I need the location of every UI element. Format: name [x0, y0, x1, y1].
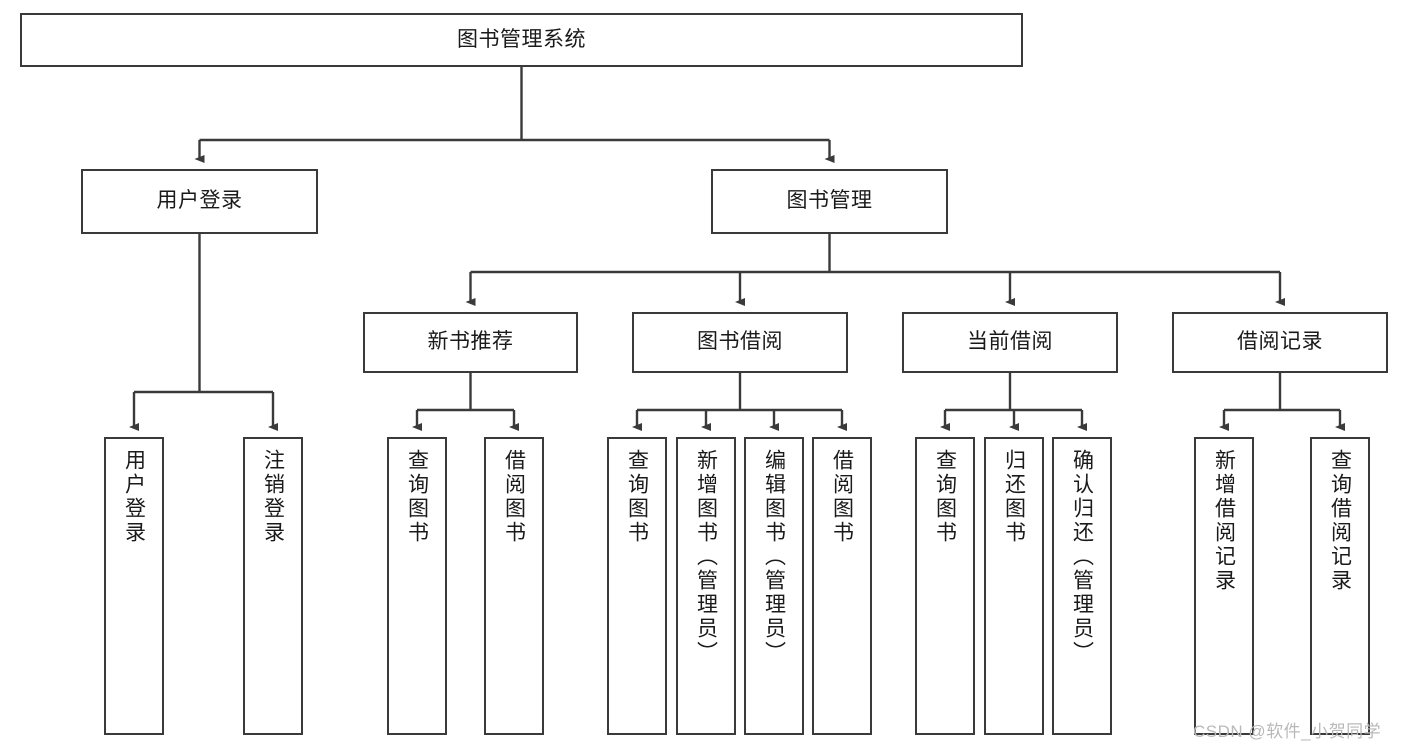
- leaf-confirm-return[interactable]: 确认归还（管理员）: [1052, 437, 1112, 735]
- node-borrow-record-label: 借阅记录: [1237, 330, 1323, 354]
- leaf-add-record-label: 新增借阅记录: [1212, 449, 1236, 593]
- leaf-edit-book[interactable]: 编辑图书（管理员）: [744, 437, 804, 735]
- node-book-borrow[interactable]: 图书借阅: [632, 312, 848, 373]
- leaf-query-book-1[interactable]: 查询图书: [387, 437, 447, 735]
- node-root[interactable]: 图书管理系统: [20, 13, 1023, 67]
- leaf-query-record-label: 查询借阅记录: [1328, 449, 1352, 593]
- csdn-watermark: CSDN @软件_小贺同学: [1193, 722, 1382, 741]
- node-current-borrow[interactable]: 当前借阅: [902, 312, 1118, 373]
- leaf-add-book[interactable]: 新增图书（管理员）: [676, 437, 736, 735]
- leaf-edit-book-label: 编辑图书（管理员）: [762, 449, 786, 665]
- node-book-manage[interactable]: 图书管理: [711, 169, 948, 234]
- node-book-borrow-label: 图书借阅: [697, 330, 783, 354]
- leaf-return-book-label: 归还图书: [1002, 449, 1026, 545]
- leaf-logout-label: 注销登录: [261, 449, 285, 545]
- leaf-query-book-3[interactable]: 查询图书: [915, 437, 975, 735]
- leaf-confirm-return-label: 确认归还（管理员）: [1070, 449, 1094, 665]
- leaf-user-login[interactable]: 用户登录: [104, 437, 164, 735]
- leaf-borrow-book-1[interactable]: 借阅图书: [484, 437, 544, 735]
- node-new-book-rec[interactable]: 新书推荐: [363, 312, 578, 373]
- node-book-manage-label: 图书管理: [786, 189, 873, 213]
- node-root-label: 图书管理系统: [457, 27, 586, 51]
- leaf-borrow-book-1-label: 借阅图书: [502, 449, 526, 545]
- leaf-logout[interactable]: 注销登录: [243, 437, 303, 735]
- leaf-user-login-label: 用户登录: [122, 449, 146, 545]
- leaf-return-book[interactable]: 归还图书: [984, 437, 1044, 735]
- leaf-borrow-book-2-label: 借阅图书: [830, 449, 854, 545]
- leaf-query-book-1-label: 查询图书: [405, 449, 429, 545]
- leaf-query-book-2[interactable]: 查询图书: [607, 437, 667, 735]
- node-user-login-label: 用户登录: [156, 189, 243, 213]
- node-user-login[interactable]: 用户登录: [81, 169, 318, 234]
- node-current-borrow-label: 当前借阅: [967, 330, 1053, 354]
- node-new-book-rec-label: 新书推荐: [427, 330, 514, 354]
- leaf-query-record[interactable]: 查询借阅记录: [1310, 437, 1370, 735]
- node-borrow-record[interactable]: 借阅记录: [1172, 312, 1388, 373]
- leaf-borrow-book-2[interactable]: 借阅图书: [812, 437, 872, 735]
- leaf-add-record[interactable]: 新增借阅记录: [1194, 437, 1254, 735]
- leaf-add-book-label: 新增图书（管理员）: [694, 449, 718, 665]
- leaf-query-book-3-label: 查询图书: [933, 449, 957, 545]
- leaf-query-book-2-label: 查询图书: [625, 449, 649, 545]
